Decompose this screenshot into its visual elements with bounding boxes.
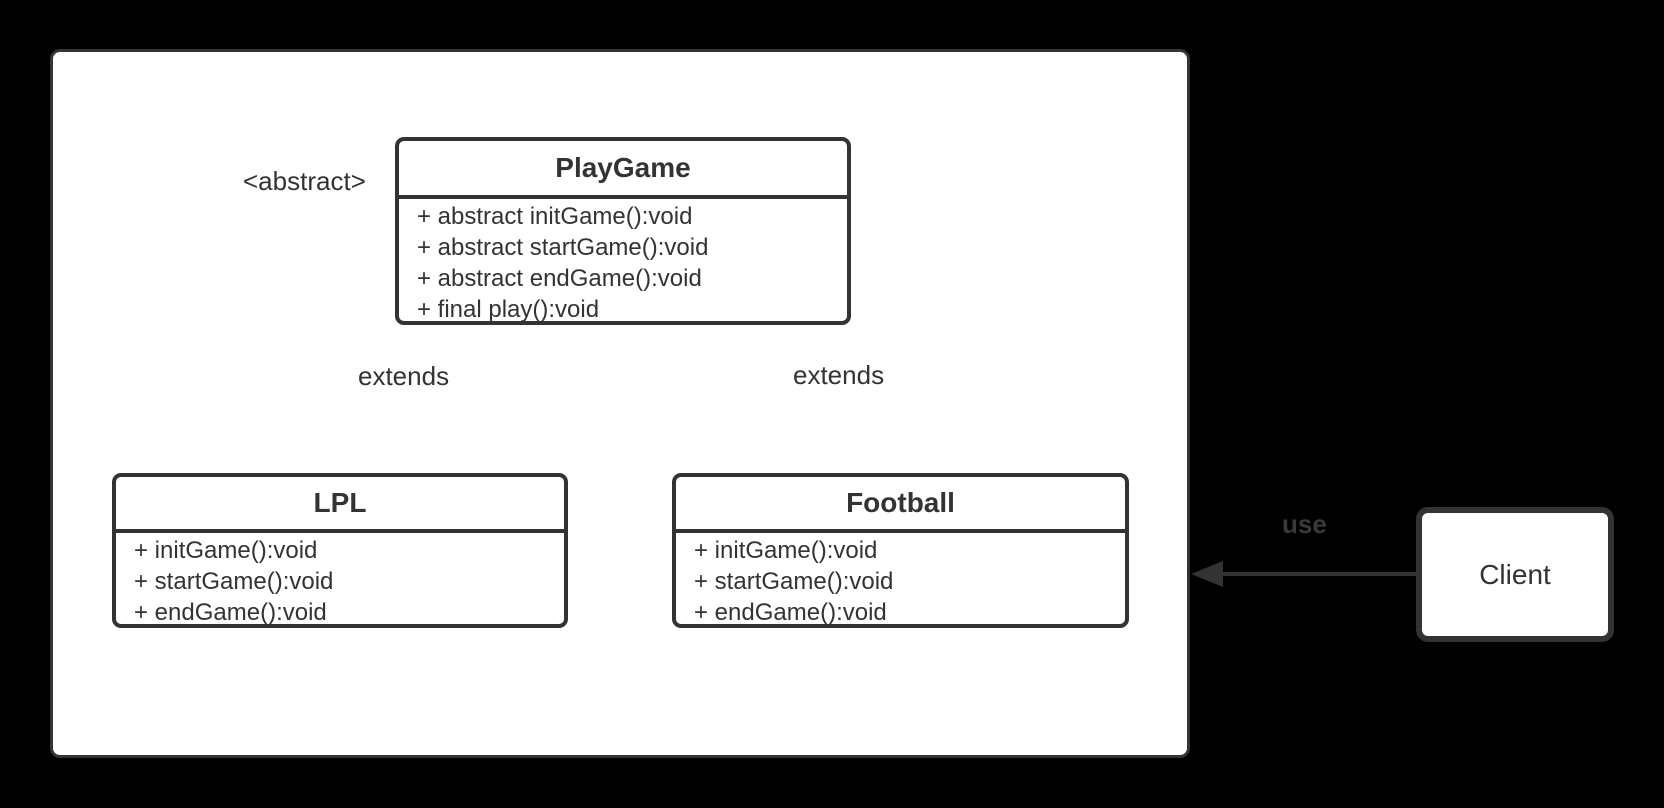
method-item: + endGame():void bbox=[694, 599, 887, 626]
use-dependency-connector bbox=[1191, 561, 1416, 587]
class-box-playgame: PlayGame + abstract initGame():void + ab… bbox=[395, 137, 851, 325]
class-football-methods: + initGame():void + startGame():void + e… bbox=[676, 533, 1125, 628]
method-item: + startGame():void bbox=[694, 568, 894, 595]
method-item: + initGame():void bbox=[134, 537, 318, 564]
abstract-stereotype-label: <abstract> bbox=[243, 166, 366, 196]
method-item: + abstract initGame():void bbox=[417, 203, 693, 230]
method-item: + endGame():void bbox=[134, 599, 327, 626]
method-item: + abstract endGame():void bbox=[417, 265, 702, 292]
class-lpl-methods: + initGame():void + startGame():void + e… bbox=[116, 533, 564, 628]
use-arrowhead-icon bbox=[1191, 561, 1223, 587]
class-football-title: Football bbox=[676, 477, 1125, 533]
use-label: use bbox=[1282, 509, 1327, 539]
class-playgame-methods: + abstract initGame():void + abstract st… bbox=[399, 199, 847, 325]
class-box-lpl: LPL + initGame():void + startGame():void… bbox=[112, 473, 568, 628]
extends-label-left: extends bbox=[358, 361, 450, 391]
method-item: + startGame():void bbox=[134, 568, 334, 595]
class-box-football: Football + initGame():void + startGame()… bbox=[672, 473, 1129, 628]
class-lpl-title: LPL bbox=[116, 477, 564, 533]
class-box-client: Client bbox=[1416, 507, 1614, 642]
extends-label-right: extends bbox=[793, 360, 885, 390]
method-item: + initGame():void bbox=[694, 537, 878, 564]
method-item: + final play():void bbox=[417, 296, 600, 323]
method-item: + abstract startGame():void bbox=[417, 234, 709, 261]
class-client-title: Client bbox=[1479, 558, 1551, 590]
class-playgame-title: PlayGame bbox=[399, 141, 847, 199]
